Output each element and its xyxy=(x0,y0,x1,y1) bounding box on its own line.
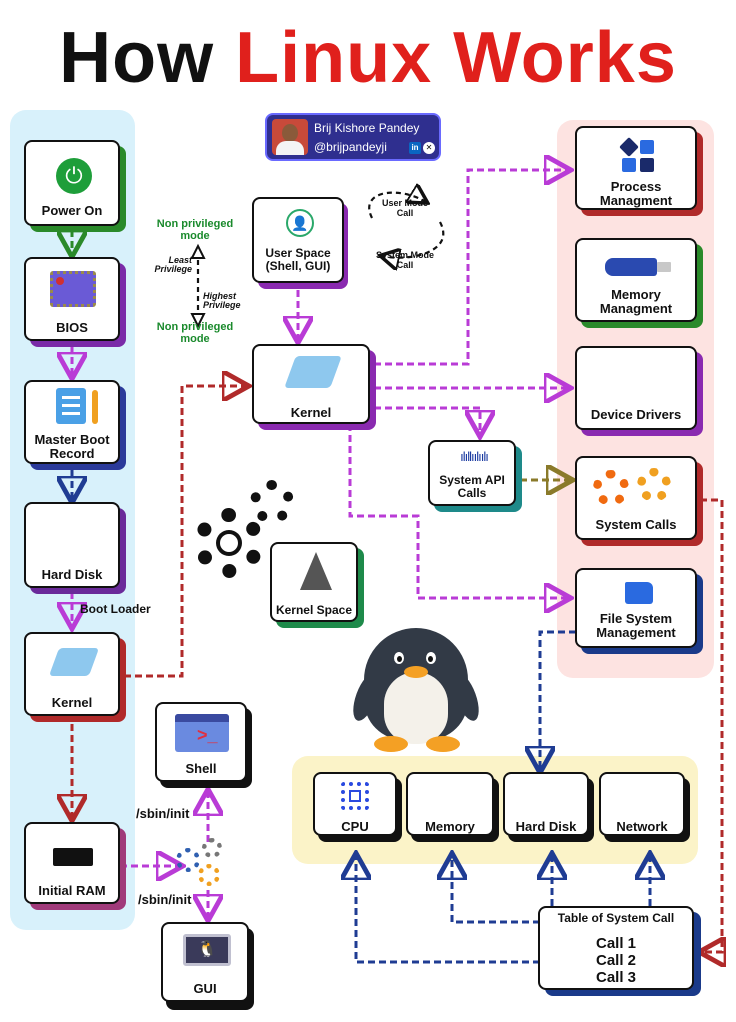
x-icon[interactable]: ✕ xyxy=(423,142,435,154)
arrow-kernel-api xyxy=(374,406,480,434)
initial-ram-card: Initial RAM xyxy=(24,822,120,904)
kernel-icon xyxy=(48,648,100,676)
process-icon xyxy=(619,137,654,172)
power-on-label: Power On xyxy=(41,203,103,218)
checklist-icon xyxy=(56,388,86,424)
kernel-icon xyxy=(284,356,342,388)
system-api-calls-label: System API Calls xyxy=(439,473,505,500)
least-privilege-label: Least Privilege xyxy=(154,255,192,275)
system-mode-call-label: System Mode Call xyxy=(375,250,435,270)
hard-disk-label: Hard Disk xyxy=(41,567,103,582)
privilege-arrow-up xyxy=(190,243,206,259)
initial-ram-label: Initial RAM xyxy=(38,883,106,898)
hard-disk-hw-card: Hard Disk xyxy=(503,772,589,836)
system-mode-loop xyxy=(382,221,445,258)
file-system-label: File System Management xyxy=(596,611,676,640)
center-kernel-label: Kernel xyxy=(290,405,332,420)
highest-privilege-label: Highest Privilege xyxy=(203,291,241,311)
cpu-card: CPU xyxy=(313,772,397,836)
memory-hw-label: Memory xyxy=(425,819,475,834)
sbin-init-top: /sbin/init xyxy=(136,806,190,821)
power-icon: ⏻ xyxy=(56,158,92,194)
call-3-label: Call 3 xyxy=(595,969,637,986)
call-1-label: Call 1 xyxy=(595,935,637,952)
system-calls-label: System Calls xyxy=(595,517,677,532)
power-on-card: ⏻ Power On xyxy=(24,140,120,226)
pen-icon xyxy=(92,390,98,424)
privilege-bottom-label: Non privileged mode xyxy=(156,321,234,345)
bios-card: BIOS xyxy=(24,257,120,341)
memory-management-label: Memory Managment xyxy=(599,287,673,316)
bios-label: BIOS xyxy=(56,320,88,335)
kernel-space-card: Kernel Space xyxy=(270,542,358,622)
ram-icon xyxy=(53,848,93,866)
arrow-kernel-to-center xyxy=(124,386,246,678)
shell-label: Shell xyxy=(185,761,217,776)
system-api-calls-card: ılıllıılıılı System API Calls xyxy=(428,440,516,506)
avatar xyxy=(272,119,308,155)
boot-kernel-card: Kernel xyxy=(24,632,120,716)
cpu-icon xyxy=(341,782,369,810)
call-2-label: Call 2 xyxy=(595,952,637,969)
boot-loader-label: Boot Loader xyxy=(80,602,151,616)
orange-gears-icon xyxy=(593,468,685,508)
arrow-kernel-process xyxy=(374,170,568,366)
author-name: Brij Kishore Pandey xyxy=(314,121,420,135)
title-part-linux-works: Linux Works xyxy=(235,18,677,98)
privilege-top-label: Non privileged mode xyxy=(156,218,234,242)
hard-disk-card: Hard Disk xyxy=(24,502,120,588)
privilege-arrow-down xyxy=(190,313,206,329)
boot-kernel-label: Kernel xyxy=(51,695,93,710)
arrow-table-memory xyxy=(452,856,540,924)
center-kernel-card: Kernel xyxy=(252,344,370,424)
mbr-label: Master Boot Record xyxy=(34,432,110,461)
device-drivers-label: Device Drivers xyxy=(590,407,682,422)
process-label: Process Managment xyxy=(599,179,673,208)
memory-management-card: Memory Managment xyxy=(575,238,697,322)
network-label: Network xyxy=(616,819,668,834)
user-mode-call-label: User Mode Call xyxy=(381,198,428,218)
memory-hw-card: Memory xyxy=(406,772,494,836)
init-gears-icon xyxy=(176,838,232,892)
author-badge[interactable]: Brij Kishore Pandey @brijpandeyji in ✕ xyxy=(265,113,441,161)
linkedin-icon[interactable]: in xyxy=(409,142,421,154)
arrow-kernel-filesystem xyxy=(348,424,568,598)
user-mode-loop xyxy=(368,193,426,219)
author-handle: @brijpandeyji xyxy=(314,140,387,154)
hard-disk-hw-label: Hard Disk xyxy=(515,819,577,834)
terminal-icon: >_ xyxy=(175,714,229,752)
title-part-how: How xyxy=(59,18,215,98)
kernel-space-label: Kernel Space xyxy=(275,603,353,617)
user-space-card: 👤 User Space (Shell, GUI) xyxy=(252,197,344,283)
shell-card: >_ Shell xyxy=(155,702,247,782)
file-system-management-card: File System Management xyxy=(575,568,697,648)
sbin-init-bottom: /sbin/init xyxy=(138,892,192,907)
usb-drive-icon xyxy=(605,258,671,276)
network-card: Network xyxy=(599,772,685,836)
arrow-syscalls-table xyxy=(700,498,722,952)
cpu-label: CPU xyxy=(341,819,369,834)
chip-icon xyxy=(50,271,96,307)
user-space-label: User Space (Shell, GUI) xyxy=(265,246,331,273)
process-management-card: Process Managment xyxy=(575,126,697,210)
user-icon: 👤 xyxy=(286,209,314,237)
folder-icon xyxy=(625,582,653,604)
system-call-table-title: Table of System Call xyxy=(557,911,675,925)
gui-card: 🐧 GUI xyxy=(161,922,249,1002)
page-title: How Linux Works xyxy=(0,22,736,94)
system-call-table-card: Table of System Call Call 1 Call 2 Call … xyxy=(538,906,694,990)
arrow-fs-harddisk xyxy=(540,630,576,770)
waveform-icon: ılıllıılıılı xyxy=(460,449,489,464)
arrow-table-cpu xyxy=(356,856,540,964)
tux-penguin-icon xyxy=(348,628,484,758)
system-calls-card: System Calls xyxy=(575,456,697,540)
pyramid-icon xyxy=(300,552,332,590)
gui-label: GUI xyxy=(193,981,217,996)
device-drivers-card: Device Drivers xyxy=(575,346,697,430)
monitor-icon: 🐧 xyxy=(183,934,231,966)
gears-icon xyxy=(190,478,300,588)
master-boot-record-card: Master Boot Record xyxy=(24,380,120,464)
